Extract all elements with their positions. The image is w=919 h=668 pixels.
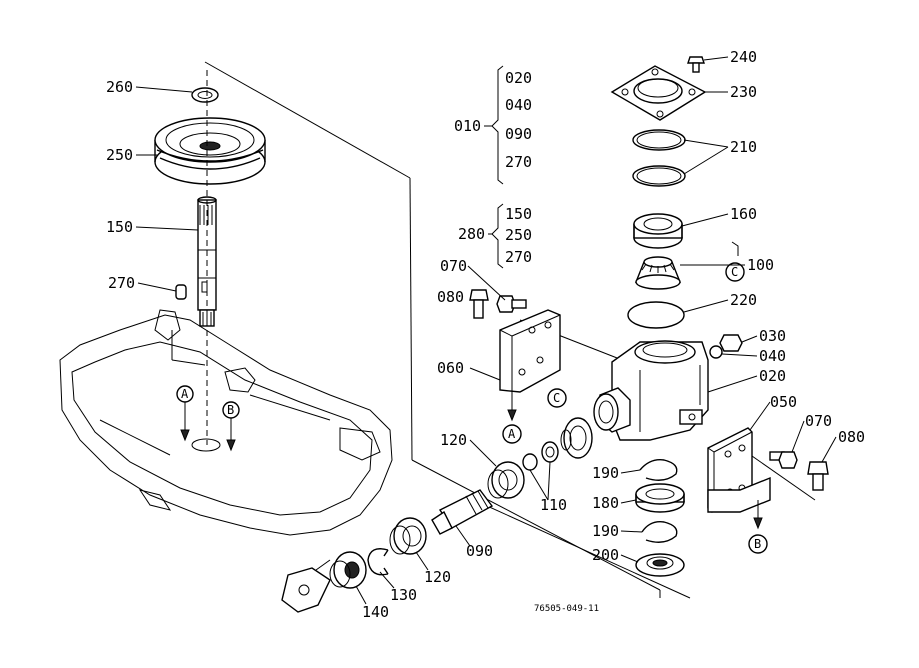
gearbox-housing-020	[593, 340, 709, 441]
label-280-270: 270	[505, 248, 532, 266]
label-280-150: 150	[505, 205, 532, 223]
group-brace-280	[488, 203, 504, 269]
shims-210	[632, 129, 686, 187]
circlip-130	[367, 548, 389, 576]
svg-text:B: B	[754, 537, 761, 551]
label-190-lower: 190	[592, 522, 619, 540]
pinion-gear	[560, 417, 593, 459]
label-010-090: 090	[505, 125, 532, 143]
seal-200	[635, 553, 685, 577]
label-250: 250	[106, 146, 133, 164]
label-090: 090	[466, 542, 493, 560]
svg-text:A: A	[508, 427, 516, 441]
bolt-080-left	[469, 289, 489, 319]
label-080-right: 080	[838, 428, 865, 446]
part-labels: 260 250 150 270 010 020 040 090 270 280 …	[106, 48, 865, 621]
label-020: 020	[759, 367, 786, 385]
nut-030	[719, 334, 743, 352]
label-010-040: 040	[505, 96, 532, 114]
marker-a-deck: A	[176, 385, 194, 442]
yoke	[281, 559, 331, 613]
label-010-020: 020	[505, 69, 532, 87]
label-120-upper: 120	[440, 431, 467, 449]
bearing-180	[635, 483, 685, 513]
drawing-reference: 76505-049-11	[534, 604, 599, 614]
bevel-gear-100	[634, 256, 682, 290]
marker-c-top: C	[725, 241, 745, 282]
group-brace-010	[484, 65, 504, 185]
label-190-upper: 190	[592, 464, 619, 482]
label-150: 150	[106, 218, 133, 236]
mower-deck	[59, 309, 393, 536]
bearing-160	[633, 213, 683, 249]
o-ring-220	[627, 301, 685, 329]
label-280: 280	[458, 225, 485, 243]
bracket-060	[499, 309, 561, 393]
marker-c-gear: C	[547, 388, 567, 408]
circlip-190-lower	[641, 521, 678, 543]
seal-140	[329, 551, 367, 589]
svg-text:C: C	[731, 265, 738, 279]
label-260: 260	[106, 78, 133, 96]
label-060: 060	[437, 359, 464, 377]
bolt-070-left	[496, 295, 527, 313]
label-210: 210	[730, 138, 757, 156]
key-270	[175, 284, 187, 300]
label-160: 160	[730, 205, 757, 223]
bolt-guide-right	[751, 455, 816, 501]
label-200: 200	[592, 546, 619, 564]
guide-lines	[171, 61, 691, 599]
label-270: 270	[108, 274, 135, 292]
bearing-120-lower	[389, 517, 427, 555]
label-050: 050	[770, 393, 797, 411]
marker-b-deck: B	[222, 401, 240, 452]
marker-b-bracket: B	[748, 500, 768, 554]
label-010-270: 270	[505, 153, 532, 171]
label-280-250: 250	[505, 226, 532, 244]
bearing-120-upper	[487, 461, 525, 499]
label-040: 040	[759, 347, 786, 365]
bolt-070-right	[769, 451, 798, 469]
circlip-190-upper	[639, 459, 678, 481]
bolt-240	[687, 56, 705, 73]
washer-040	[709, 345, 723, 359]
label-100: 100	[747, 256, 774, 274]
washers-110	[522, 441, 559, 471]
label-180: 180	[592, 494, 619, 512]
svg-text:C: C	[553, 391, 560, 405]
shaft-090	[431, 489, 494, 535]
label-070-right: 070	[805, 412, 832, 430]
bracket-050	[707, 427, 771, 513]
marker-a-bracket: A	[502, 392, 522, 444]
label-110: 110	[540, 496, 567, 514]
svg-text:B: B	[227, 403, 234, 417]
bolt-080-right	[807, 461, 829, 491]
label-230: 230	[730, 83, 757, 101]
label-080-left: 080	[437, 288, 464, 306]
label-240: 240	[730, 48, 757, 66]
label-070-left: 070	[440, 257, 467, 275]
pulley-250	[154, 117, 266, 185]
label-120-lower: 120	[424, 568, 451, 586]
clip-260	[191, 87, 219, 103]
label-130: 130	[390, 586, 417, 604]
label-220: 220	[730, 291, 757, 309]
svg-text:A: A	[181, 387, 189, 401]
label-140: 140	[362, 603, 389, 621]
cover-plate-230	[610, 65, 707, 121]
label-010: 010	[454, 117, 481, 135]
leader-lines	[135, 56, 837, 605]
label-030: 030	[759, 327, 786, 345]
